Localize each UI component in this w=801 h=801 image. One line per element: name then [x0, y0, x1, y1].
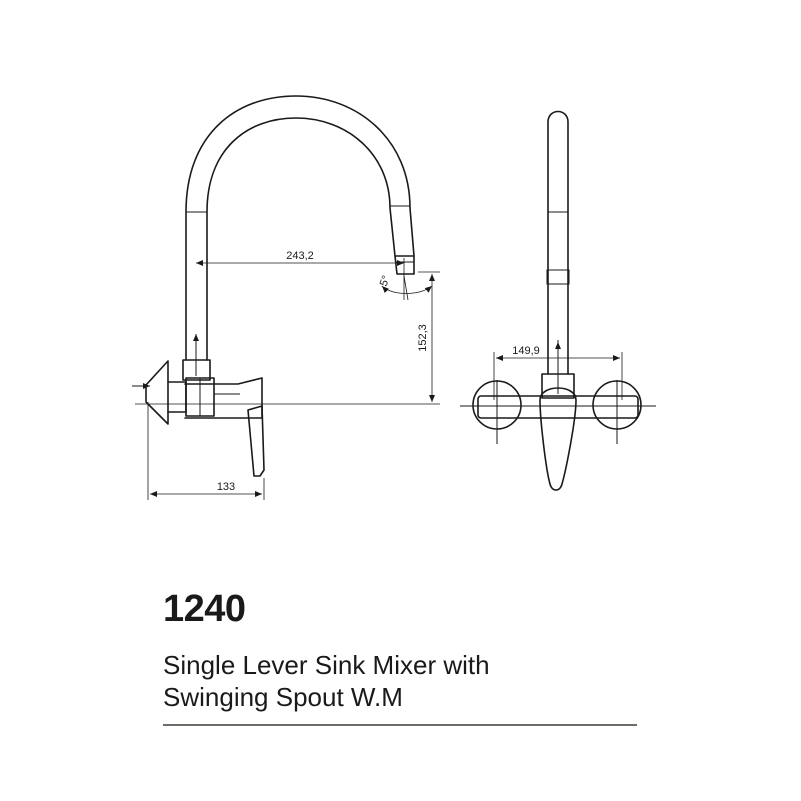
- dimension-spout-height: 152,3: [417, 271, 440, 402]
- side-view: [132, 95, 440, 477]
- front-view: [460, 110, 656, 491]
- connector-body: [185, 377, 215, 417]
- dim-spout-height-label: 152,3: [417, 324, 429, 352]
- lever-handle: [247, 405, 265, 477]
- product-name-line2: Swinging Spout W.M: [163, 682, 403, 712]
- dimension-spout-reach: 243,2: [196, 250, 405, 300]
- product-name-line1: Single Lever Sink Mixer with: [163, 650, 490, 680]
- divider-line: [163, 724, 637, 726]
- dim-spout-angle-label: 5°: [378, 274, 393, 288]
- spout-outer-line: [185, 95, 415, 361]
- technical-drawing: 243,2 5° 152,3 133: [132, 95, 656, 500]
- dim-spout-reach-label: 243,2: [286, 250, 314, 262]
- dimension-center-distance: 149,9: [493, 345, 623, 400]
- spout-inner-line: [206, 117, 396, 361]
- dim-center-distance-label: 149,9: [512, 345, 540, 357]
- product-code: 1240: [163, 588, 246, 630]
- mixer-body: [184, 377, 263, 419]
- front-spout: [547, 110, 569, 375]
- front-lever: [539, 387, 577, 491]
- spout-tip: [394, 255, 415, 275]
- wall-flange: [145, 360, 169, 425]
- front-mixer-body: [477, 395, 639, 419]
- dimension-spout-angle: 5°: [378, 274, 433, 301]
- dim-projection-label: 133: [217, 481, 235, 493]
- dimension-projection: 133: [147, 402, 265, 500]
